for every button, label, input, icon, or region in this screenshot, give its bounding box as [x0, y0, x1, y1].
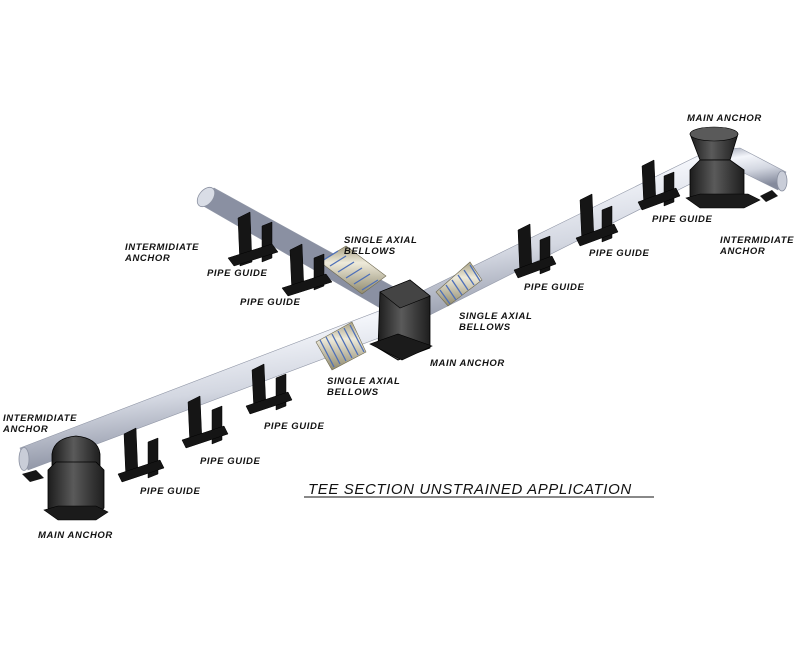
- main-anchor-lower-left: [43, 435, 109, 521]
- label-main-anchor-top: MAIN ANCHOR: [687, 113, 762, 124]
- label-intermediate-anchor-lower-left: INTERMIDIATE ANCHOR: [2, 413, 80, 435]
- label-main-anchor-lower-left: MAIN ANCHOR: [38, 530, 113, 541]
- pipe-guide-right-1: [513, 223, 557, 279]
- label-bellows-lower: SINGLE AXIAL BELLOWS: [327, 376, 403, 398]
- main-anchor-top: [685, 126, 761, 209]
- label-intermediate-anchor-upper-left-line2: ANCHOR: [124, 253, 170, 264]
- bellows-right: [435, 261, 483, 307]
- pipe-guide-right-3: [637, 159, 681, 211]
- label-bellows-lower-line2: BELLOWS: [327, 387, 379, 398]
- diagram-title: TEE SECTION UNSTRAINED APPLICATION: [308, 481, 632, 498]
- label-bellows-upper-line2: BELLOWS: [344, 246, 396, 257]
- bellows-upper: [319, 245, 387, 295]
- label-pipe-guide-right-3: PIPE GUIDE: [524, 282, 584, 293]
- label-intermediate-anchor-upper-left: INTERMIDIATE ANCHOR: [124, 242, 202, 264]
- pipe-end-lower-left: [18, 447, 30, 471]
- label-intermediate-anchor-upper-left-line1: INTERMIDIATE: [125, 242, 199, 253]
- pipe-guide-branch-2: [281, 243, 333, 297]
- pipe-guide-right-2: [575, 193, 619, 247]
- pipe-end-branch: [196, 186, 216, 208]
- label-bellows-right: SINGLE AXIAL BELLOWS: [459, 311, 535, 333]
- pipe-guides: [117, 159, 681, 483]
- label-pipe-guide-lower-2: PIPE GUIDE: [200, 456, 260, 467]
- label-bellows-upper: SINGLE AXIAL BELLOWS: [344, 235, 420, 257]
- label-bellows-right-line1: SINGLE AXIAL: [459, 311, 532, 322]
- pipe-guide-lower-3: [117, 427, 165, 483]
- label-pipe-guide-lower-1: PIPE GUIDE: [264, 421, 324, 432]
- label-intermediate-anchor-lower-left-line2: ANCHOR: [2, 424, 48, 435]
- bellows-lower: [315, 321, 367, 371]
- pipe-end-right: [776, 170, 788, 192]
- label-pipe-guide-right-2: PIPE GUIDE: [589, 248, 649, 259]
- pipe-guide-branch-1: [227, 211, 279, 267]
- label-bellows-upper-line1: SINGLE AXIAL: [344, 235, 417, 246]
- label-pipe-guide-upper-left-2: PIPE GUIDE: [240, 297, 300, 308]
- label-intermediate-anchor-right-line2: ANCHOR: [719, 246, 765, 257]
- label-main-anchor-center: MAIN ANCHOR: [430, 358, 505, 369]
- pipe-guide-lower-2: [181, 395, 229, 449]
- main-anchor-center: [369, 279, 433, 361]
- label-pipe-guide-upper-left-1: PIPE GUIDE: [207, 268, 267, 279]
- label-bellows-right-line2: BELLOWS: [459, 322, 511, 333]
- label-intermediate-anchor-right: INTERMIDIATE ANCHOR: [719, 235, 797, 257]
- intermediate-anchor-foot-left: [22, 470, 44, 482]
- label-pipe-guide-right: PIPE GUIDE: [652, 214, 712, 225]
- label-intermediate-anchor-right-line1: INTERMIDIATE: [720, 235, 794, 246]
- label-bellows-lower-line1: SINGLE AXIAL: [327, 376, 400, 387]
- pipe-guide-lower-1: [245, 363, 293, 415]
- intermediate-anchor-foot-right: [760, 190, 778, 202]
- label-pipe-guide-lower-3: PIPE GUIDE: [140, 486, 200, 497]
- label-intermediate-anchor-lower-left-line1: INTERMIDIATE: [3, 413, 77, 424]
